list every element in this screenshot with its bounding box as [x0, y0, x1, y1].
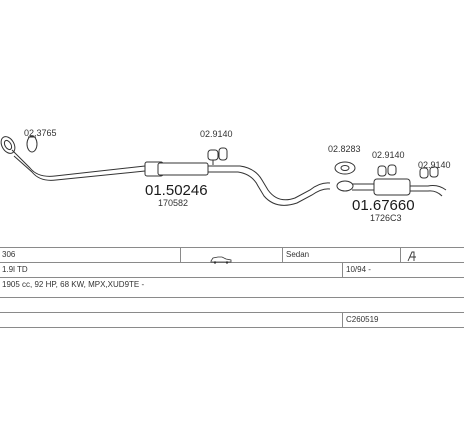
middle-silencer	[144, 161, 209, 177]
part-code-hanger-rear-1: 02.9140	[372, 150, 405, 160]
gasket-icon	[334, 161, 356, 192]
front-pipe	[11, 149, 146, 181]
part-code-hanger-mid: 02.9140	[200, 129, 233, 139]
rear-pipe	[352, 183, 375, 191]
clamp-icon	[26, 135, 38, 153]
hanger-icon	[377, 164, 397, 177]
part-code-rear-muffler: 01.67660	[352, 197, 415, 214]
front-flange-icon	[0, 136, 16, 154]
part-code-clamp: 02.3765	[24, 128, 57, 138]
spec-model: 306	[2, 250, 16, 259]
spec-catalog-no: C260519	[346, 315, 379, 324]
spec-engine: 1.9l TD	[2, 265, 28, 274]
part-code-gasket: 02.8283	[328, 144, 361, 154]
hanger-icon	[419, 166, 439, 179]
spec-details: 1905 cc, 92 HP, 68 KW, MPX,XUD9TE -	[2, 280, 145, 289]
spec-date: 10/94 -	[346, 265, 371, 274]
spec-table: 306 Sedan 1.9l TD 10/94 - 1905 cc, 92 HP…	[0, 247, 464, 328]
hanger-icon	[207, 147, 228, 165]
car-side-icon	[210, 251, 232, 269]
middle-pipe	[208, 165, 331, 206]
part-ref-front-pipe: 170582	[158, 198, 188, 208]
part-code-front-pipe: 01.50246	[145, 182, 208, 199]
part-ref-rear-muffler: 1726C3	[370, 213, 402, 223]
steering-side-icon	[406, 249, 418, 267]
spec-body: Sedan	[286, 250, 310, 259]
part-code-hanger-rear-2: 02.9140	[418, 160, 451, 170]
exhaust-diagram: 02.3765 02.9140 01.50246 170582 02.8283	[0, 128, 451, 223]
rear-muffler	[373, 178, 447, 197]
